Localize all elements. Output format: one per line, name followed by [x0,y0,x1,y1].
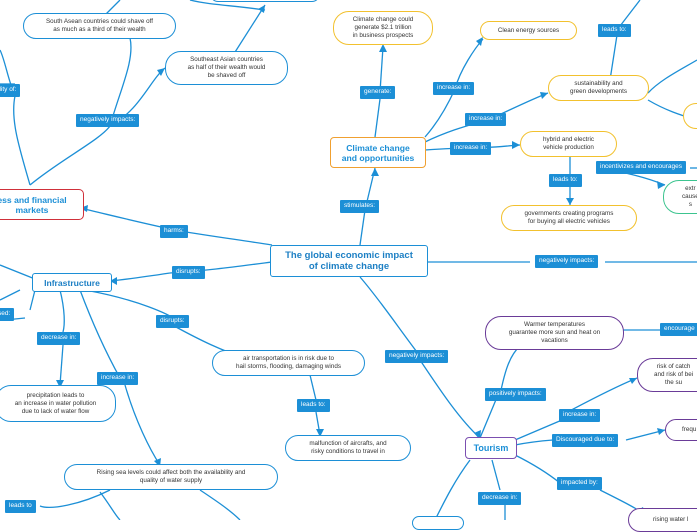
south-asian-node[interactable]: South Asean countries could shave off as… [23,13,176,39]
sustainability-node[interactable]: sustainability and green developments [548,75,649,101]
label-leads-to-bottom[interactable]: leads to [5,500,36,513]
label-disrupts-main[interactable]: disrupts: [172,266,205,279]
label-generate[interactable]: generate: [360,86,396,99]
label-stimulates[interactable]: stimulates: [340,200,380,213]
extreme-partial-node[interactable]: extr cause s [663,180,697,214]
clean-energy-node[interactable]: Clean energy sources [480,21,577,40]
label-disrupts-infra[interactable]: disrupts: [156,315,189,328]
sea-levels-node[interactable]: Rising sea levels could affect both the … [64,464,278,490]
label-incentivizes[interactable]: incentivizes and encourages [596,161,687,174]
label-decrease-tourism[interactable]: decrease in: [478,492,522,505]
air-transport-node[interactable]: air transportation is in risk due to hai… [212,350,365,376]
label-increase-infra[interactable]: increase in: [97,372,139,385]
label-ability[interactable]: ility of: [0,84,21,97]
risk-partial-node[interactable]: risk of catch and risk of bei the su [637,358,697,392]
govt-programs-node[interactable]: governments creating programs for buying… [501,205,637,231]
label-harms[interactable]: harms: [160,225,188,238]
climate-opportunities-node[interactable]: Climate change and opportunities [330,137,426,168]
label-negatively-impacts-top[interactable]: negatively impacts: [76,114,140,127]
central-topic[interactable]: The global economic impact of climate ch… [270,245,428,277]
label-increase-hybrid[interactable]: increase in: [450,142,492,155]
label-impacted-by[interactable]: impacted by: [557,477,602,490]
malfunction-node[interactable]: malfunction of aircrafts, and risky cond… [285,435,411,461]
business-markets-node[interactable]: ess and financial markets [0,189,84,220]
label-increase-sustain[interactable]: increase in: [465,113,507,126]
label-discouraged[interactable]: Discouraged due to: [552,434,619,447]
southeast-asian-node[interactable]: Southeast Asian countries as half of the… [165,51,288,85]
label-encourage[interactable]: encourage [660,323,697,336]
precipitation-node[interactable]: precipitation leads to an increase in wa… [0,385,116,422]
top-partial-node[interactable] [210,0,320,2]
label-increase-tourism[interactable]: increase in: [559,409,601,422]
label-leads-to-air[interactable]: leads to: [297,399,330,412]
rising-water-partial-node[interactable]: rising water l [628,508,697,532]
warmer-node[interactable]: Warmer temperatures guarantee more sun a… [485,316,624,350]
label-used[interactable]: sed: [0,308,15,321]
label-negatively-impacts-right[interactable]: negatively impacts: [535,255,599,268]
label-decrease-infra[interactable]: decrease in: [37,332,81,345]
generate-trillion-node[interactable]: Climate change could generate $2.1 trill… [333,11,433,45]
label-leads-to-top[interactable]: leads to: [598,24,631,37]
tourism-node[interactable]: Tourism [465,437,517,459]
frequent-partial-node[interactable]: frequ [665,419,697,441]
bottom-partial-node[interactable] [412,516,464,530]
infrastructure-node[interactable]: Infrastructure [32,273,112,292]
label-negatively-impacts-mid[interactable]: negatively impacts: [385,350,449,363]
label-increase-clean[interactable]: increase in: [433,82,475,95]
hybrid-node[interactable]: hybrid and electric vehicle production [520,131,617,157]
label-leads-to-hybrid[interactable]: leads to: [549,174,582,187]
label-positively-impacts[interactable]: positively impacts: [485,388,546,401]
